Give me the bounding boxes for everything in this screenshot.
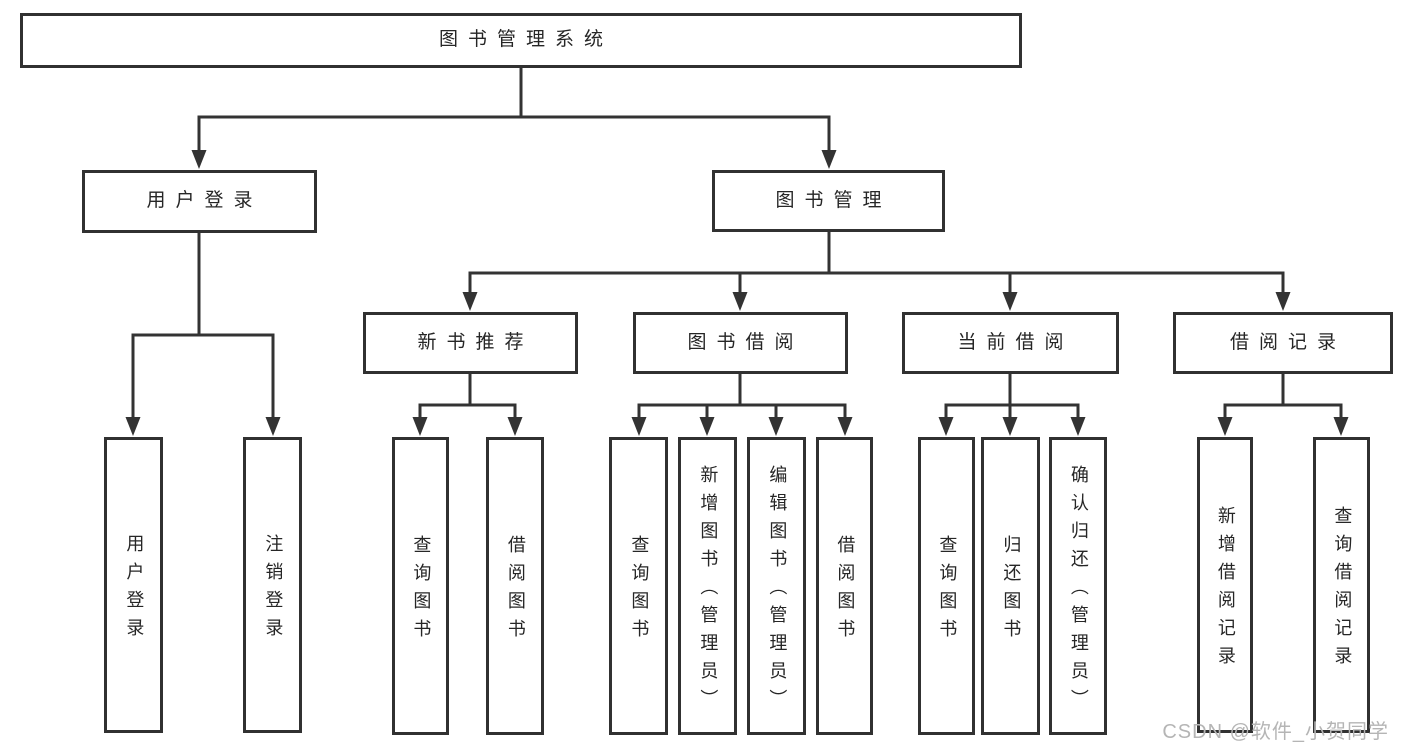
node-new-book-recommend: 新书推荐 (363, 312, 578, 374)
leaf-borrow-borrow-books-label: 借阅图书 (835, 535, 856, 647)
csdn-watermark: CSDN @软件_小贺同学 (1162, 721, 1389, 743)
leaf-logout-label: 注销登录 (263, 534, 284, 646)
leaf-user-login: 用户登录 (104, 437, 163, 733)
node-book-borrow: 图书借阅 (633, 312, 848, 374)
leaf-newbook-query-books-label: 查询图书 (411, 535, 432, 647)
leaf-newbook-borrow-books-label: 借阅图书 (505, 535, 526, 647)
leaf-newbook-query-books: 查询图书 (392, 437, 449, 735)
node-book-management: 图书管理 (712, 170, 945, 232)
leaf-records-query-record: 查询借阅记录 (1313, 437, 1370, 733)
leaf-current-query-books: 查询图书 (918, 437, 975, 735)
node-user-login: 用户登录 (82, 170, 317, 233)
node-root: 图书管理系统 (20, 13, 1022, 68)
leaf-borrow-query-books: 查询图书 (609, 437, 668, 735)
leaf-borrow-add-books-admin-label: 新增图书（管理员） (698, 465, 719, 717)
leaf-borrow-edit-books-admin-label: 编辑图书（管理员） (767, 465, 788, 717)
leaf-current-confirm-return-admin-label: 确认归还（管理员） (1068, 465, 1089, 717)
node-book-borrow-label: 图书借阅 (687, 331, 804, 353)
leaf-borrow-query-books-label: 查询图书 (629, 535, 650, 647)
node-book-management-label: 图书管理 (775, 189, 892, 211)
node-current-borrow: 当前借阅 (902, 312, 1119, 374)
node-borrow-records: 借阅记录 (1173, 312, 1393, 374)
leaf-records-add-record-label: 新增借阅记录 (1215, 506, 1236, 674)
leaf-current-return-books: 归还图书 (981, 437, 1040, 735)
leaf-borrow-edit-books-admin: 编辑图书（管理员） (747, 437, 806, 735)
node-borrow-records-label: 借阅记录 (1229, 331, 1346, 353)
leaf-borrow-borrow-books: 借阅图书 (816, 437, 873, 735)
node-user-login-label: 用户登录 (146, 190, 263, 212)
leaf-records-add-record: 新增借阅记录 (1197, 437, 1253, 733)
leaf-newbook-borrow-books: 借阅图书 (486, 437, 544, 735)
leaf-current-confirm-return-admin: 确认归还（管理员） (1049, 437, 1107, 735)
node-root-label: 图书管理系统 (438, 29, 613, 51)
leaf-logout: 注销登录 (243, 437, 302, 733)
node-current-borrow-label: 当前借阅 (957, 331, 1074, 353)
node-new-book-recommend-label: 新书推荐 (417, 331, 534, 353)
leaf-records-query-record-label: 查询借阅记录 (1332, 506, 1353, 674)
arrowhead-icons (125, 150, 1349, 436)
leaf-current-return-books-label: 归还图书 (1001, 535, 1022, 647)
leaf-user-login-label: 用户登录 (124, 534, 145, 646)
leaf-borrow-add-books-admin: 新增图书（管理员） (678, 437, 737, 735)
leaf-current-query-books-label: 查询图书 (937, 535, 958, 647)
